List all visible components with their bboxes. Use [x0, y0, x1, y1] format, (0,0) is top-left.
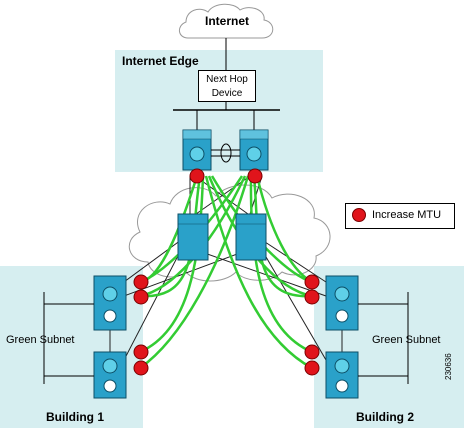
- firewall-right: [239, 129, 269, 171]
- firewall-ha-link: [211, 143, 240, 163]
- building1-label: Building 1: [46, 410, 104, 424]
- core-switch-left: [177, 213, 209, 261]
- building2-switch-bottom: [325, 351, 359, 399]
- mtu-markers: [133, 168, 320, 376]
- next-hop-line2: Device: [211, 88, 243, 99]
- building1-switch-bottom: [93, 351, 127, 399]
- building2-switch-top: [325, 275, 359, 331]
- building2-subnet-lines: [358, 292, 409, 384]
- legend: Increase MTU: [345, 203, 455, 229]
- green-links: [139, 175, 313, 370]
- legend-label: Increase MTU: [372, 209, 442, 221]
- firewall-left: [182, 129, 212, 171]
- internet-label: Internet: [205, 14, 250, 28]
- building1-subnet-lines: [43, 292, 94, 384]
- building2-label: Building 2: [356, 410, 414, 424]
- internet-edge-label: Internet Edge: [122, 54, 199, 68]
- internet-edge-zone: [115, 50, 323, 172]
- building1-switch-top: [93, 275, 127, 331]
- next-hop-line1: Next Hop: [206, 74, 248, 85]
- figure-id: 230636: [444, 353, 453, 380]
- building2-subnet-label: Green Subnet: [372, 334, 441, 346]
- legend-marker-icon: [352, 208, 366, 222]
- internet-cloud: [179, 3, 274, 39]
- building1-subnet-label: Green Subnet: [6, 334, 75, 346]
- core-switch-right: [235, 213, 267, 261]
- next-hop-device: Next Hop Device: [198, 70, 256, 102]
